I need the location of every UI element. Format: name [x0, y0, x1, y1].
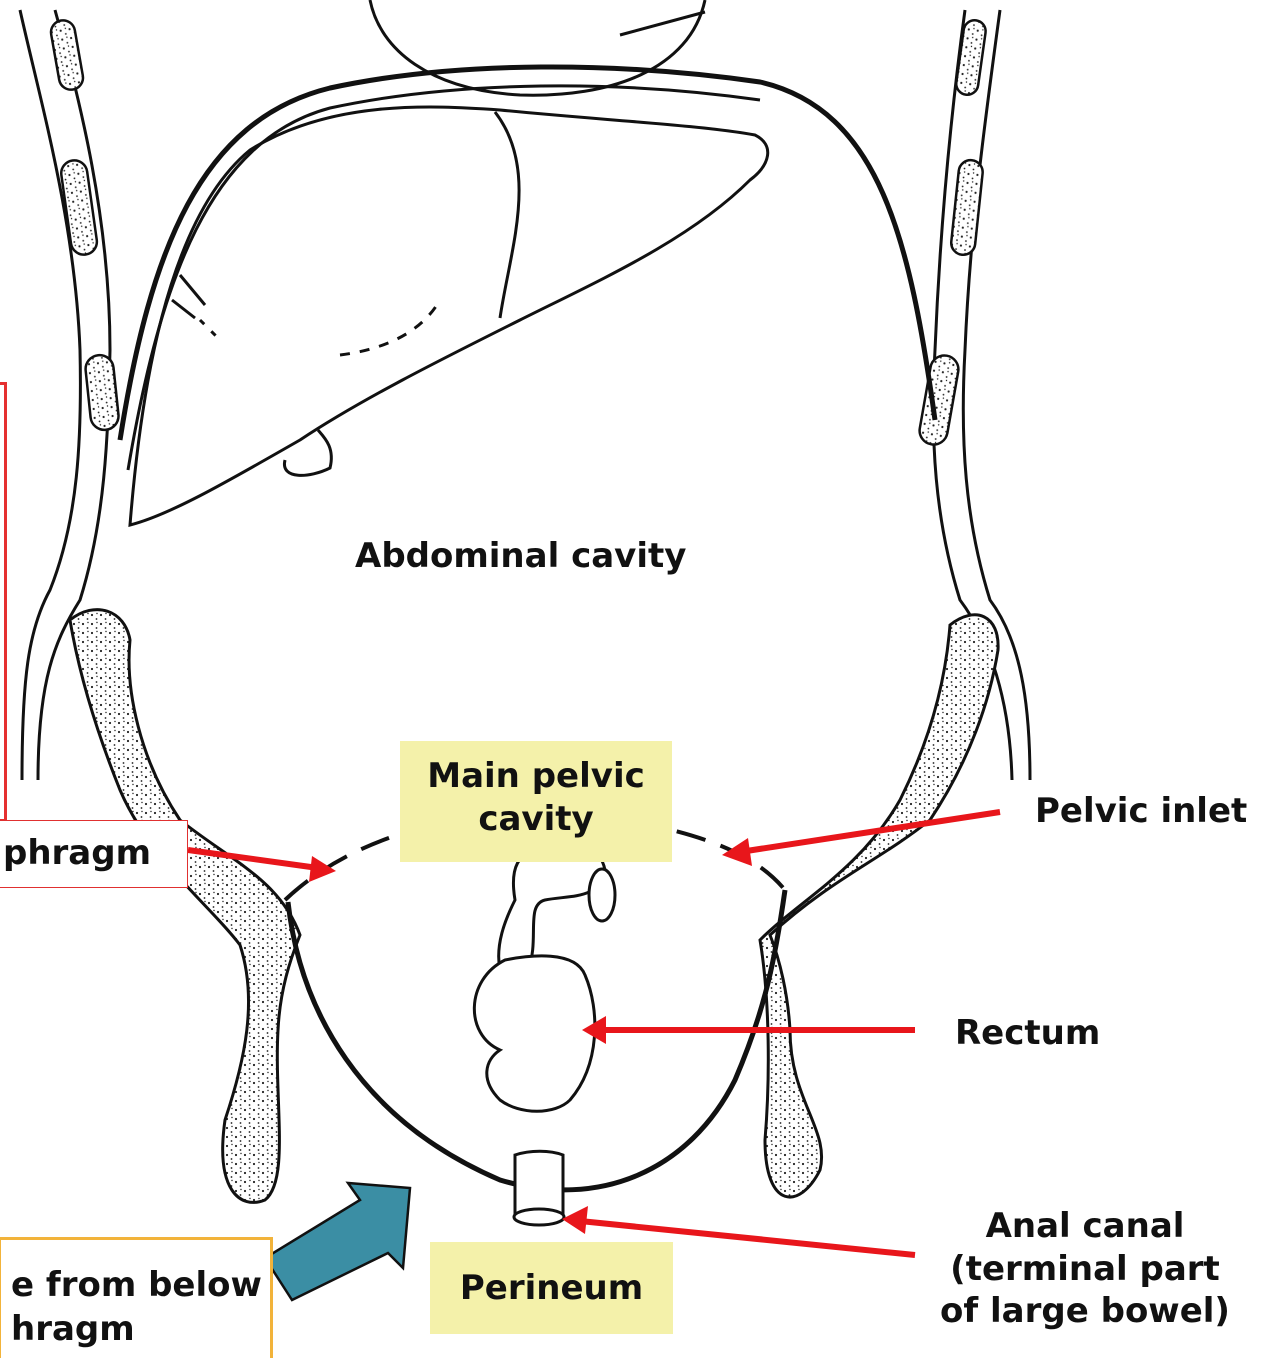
label-main-pelvic-cavity: Main pelvic cavity [400, 741, 672, 862]
label-view-from-below: e from below hragm [0, 1237, 273, 1358]
label-anal-canal-line-1: Anal canal [905, 1205, 1263, 1248]
label-view-from-below-line-1: e from below [11, 1264, 270, 1308]
label-abdominal-cavity: Abdominal cavity [355, 535, 686, 578]
label-anal-canal-line-3: of large bowel) [905, 1290, 1263, 1333]
label-pelvic-diaphragm: phragm [0, 820, 188, 888]
abdominal-wall-outlines [20, 10, 1030, 780]
red-pointer-arrow-icon [722, 838, 752, 866]
right-hip-bone [760, 615, 998, 1197]
stomach-outline [370, 0, 705, 95]
left-hip-bone [70, 610, 300, 1203]
big-teal-arrow-icon [265, 1183, 410, 1300]
label-perineum: Perineum [430, 1242, 673, 1334]
label-anal-canal-line-2: (terminal part [905, 1248, 1263, 1291]
label-pelvic-inlet: Pelvic inlet [1035, 790, 1247, 833]
label-anal-canal: Anal canal (terminal part of large bowel… [905, 1205, 1263, 1333]
left-rib-segments [49, 18, 120, 431]
liver-outline [130, 107, 768, 525]
label-rectum: Rectum [955, 1012, 1100, 1055]
label-main-pelvic-line-2: cavity [400, 798, 672, 841]
label-view-from-below-line-2: hragm [11, 1308, 270, 1352]
abdominal-cavity-boundary [120, 67, 935, 470]
label-main-pelvic-line-1: Main pelvic [400, 755, 672, 798]
left-annotation-box-edge [0, 382, 7, 822]
